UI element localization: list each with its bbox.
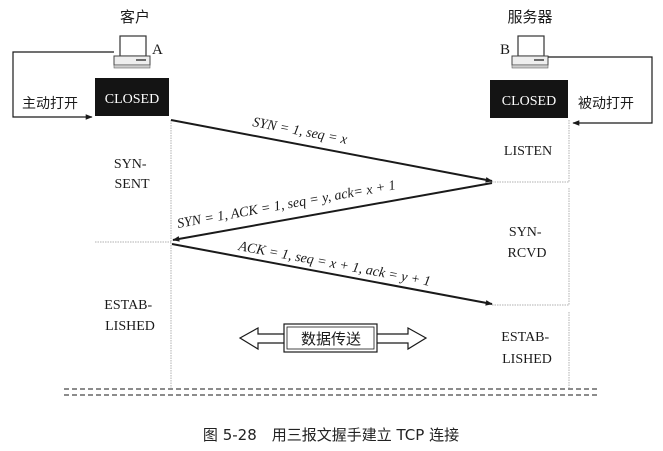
server-state-syn-rcvd: SYN- RCVD (508, 225, 547, 261)
server-state-established-line2: LISHED (502, 352, 552, 367)
server-open-loop (548, 56, 653, 126)
client-closed-state: CLOSED (105, 92, 159, 107)
server-host-label: B (500, 42, 510, 58)
figure-caption: 图 5-28 用三报文握手建立 TCP 连接 (203, 426, 459, 444)
client-state-established-line1: ESTAB- (104, 298, 152, 313)
server-state-established: ESTAB- LISHED (501, 330, 552, 367)
client-open-action: 主动打开 (22, 95, 78, 112)
message-label-syn: SYN = 1, seq = x (251, 115, 349, 148)
client-state-syn-sent: SYN- SENT (114, 157, 150, 192)
data-transfer-box-inner (286, 326, 375, 350)
client-host-label: A (152, 42, 163, 58)
server-state-listen: LISTEN (504, 144, 552, 159)
server-state-syn-rcvd-line1: SYN- (509, 225, 542, 240)
client-closed-state-box (95, 78, 169, 116)
client-state-established: ESTAB- LISHED (104, 298, 155, 334)
server-state-syn-rcvd-line2: RCVD (508, 246, 547, 261)
client-computer-icon (113, 35, 151, 69)
message-label-ack: ACK = 1, seq = x + 1, ack = y + 1 (236, 239, 431, 290)
client-title: 客户 (120, 8, 150, 26)
client-open-loop (12, 51, 114, 120)
client-state-established-line2: LISHED (105, 319, 155, 334)
server-closed-state-box (490, 80, 568, 118)
client-state-syn-sent-line1: SYN- (114, 157, 147, 172)
server-title: 服务器 (507, 8, 552, 26)
server-computer-icon (511, 35, 549, 69)
message-arrow-ack (171, 243, 493, 306)
server-open-action: 被动打开 (578, 95, 634, 112)
server-state-established-line1: ESTAB- (501, 330, 549, 345)
data-transfer-label: 数据传送 (301, 330, 361, 348)
message-arrow-syn-ack (172, 182, 493, 242)
message-arrow-syn (170, 119, 493, 183)
server-closed-state: CLOSED (502, 94, 556, 109)
client-state-syn-sent-line2: SENT (115, 177, 150, 192)
